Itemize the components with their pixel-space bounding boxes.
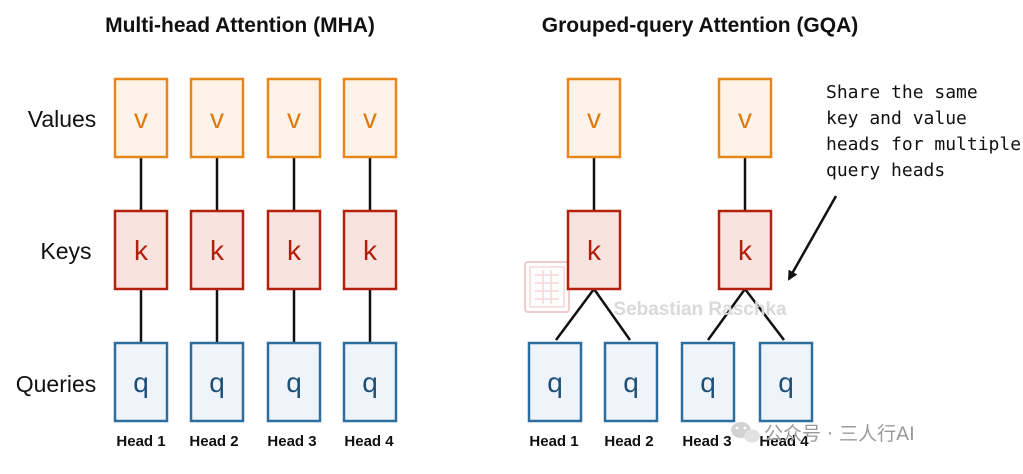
row-label-queries: Queries (16, 371, 97, 397)
mha-head-label: Head 1 (116, 433, 165, 450)
gqa-query-4: q Head 4 (758, 341, 814, 450)
annotation-line: heads for multiple (826, 134, 1021, 155)
value-letter: v (363, 103, 377, 134)
gqa-head-label: Head 1 (529, 433, 578, 450)
gqa-head-label: Head 2 (604, 433, 653, 450)
mha-head-1: v k q Head 1 (113, 77, 169, 450)
gqa-query-2: q Head 2 (603, 341, 659, 450)
wechat-icon (731, 422, 760, 443)
value-letter: v (210, 103, 224, 134)
connector-line (554, 288, 596, 341)
value-box (189, 77, 245, 159)
key-letter: k (134, 235, 149, 266)
mha-title: Multi-head Attention (MHA) (105, 14, 375, 37)
row-label-keys: Keys (40, 238, 91, 264)
query-box (266, 341, 322, 423)
key-box (113, 209, 169, 291)
key-box (189, 209, 245, 291)
gqa-group-2: v k (706, 77, 785, 341)
gqa-head-label: Head 4 (759, 433, 809, 450)
watermark-seal (524, 261, 570, 313)
key-letter: k (738, 235, 753, 266)
query-box (342, 341, 398, 423)
query-letter: q (623, 367, 639, 398)
key-box (717, 209, 773, 291)
annotation: Share the same key and value heads for m… (787, 82, 1021, 281)
query-letter: q (362, 367, 378, 398)
mha-head-4: v k q Head 4 (342, 77, 398, 450)
value-letter: v (587, 103, 601, 134)
gqa-head-label: Head 3 (682, 433, 731, 450)
mha-head-3: v k q Head 3 (266, 77, 322, 450)
query-box (680, 341, 736, 423)
value-box (717, 77, 773, 159)
annotation-line: key and value (826, 108, 967, 129)
annotation-line: query heads (826, 160, 945, 181)
value-box (342, 77, 398, 159)
query-letter: q (209, 367, 225, 398)
mha-head-label: Head 3 (267, 433, 316, 450)
annotation-arrow (787, 195, 838, 281)
query-letter: q (286, 367, 302, 398)
query-box (758, 341, 814, 423)
connector-line (706, 288, 747, 341)
query-letter: q (133, 367, 149, 398)
key-letter: k (587, 235, 602, 266)
query-letter: q (700, 367, 716, 398)
query-box (527, 341, 583, 423)
gqa-title: Grouped-query Attention (GQA) (542, 14, 859, 37)
value-letter: v (287, 103, 301, 134)
connector-line (592, 288, 632, 341)
mha-head-label: Head 2 (189, 433, 238, 450)
query-box (189, 341, 245, 423)
key-letter: k (210, 235, 225, 266)
value-box (266, 77, 322, 159)
key-box (266, 209, 322, 291)
query-box (113, 341, 169, 423)
key-letter: k (287, 235, 302, 266)
annotation-line: Share the same (826, 82, 978, 103)
query-letter: q (547, 367, 563, 398)
key-box (566, 209, 622, 291)
value-letter: v (738, 103, 752, 134)
connector-line (744, 288, 785, 341)
gqa-group-1: v k (554, 77, 632, 341)
query-letter: q (778, 367, 794, 398)
key-letter: k (363, 235, 378, 266)
mha-head-label: Head 4 (344, 433, 394, 450)
value-box (566, 77, 622, 159)
value-letter: v (134, 103, 148, 134)
watermark-author: Sebastian Raschka (613, 299, 787, 320)
row-label-values: Values (28, 106, 97, 132)
key-box (342, 209, 398, 291)
watermark-source: 公众号 · 三人行AI (764, 423, 915, 445)
value-box (113, 77, 169, 159)
gqa-query-1: q Head 1 (527, 341, 583, 450)
mha-head-2: v k q Head 2 (189, 77, 245, 450)
gqa-query-3: q Head 3 (680, 341, 736, 450)
wechat-watermark: 公众号 · 三人行AI (731, 422, 915, 445)
query-box (603, 341, 659, 423)
